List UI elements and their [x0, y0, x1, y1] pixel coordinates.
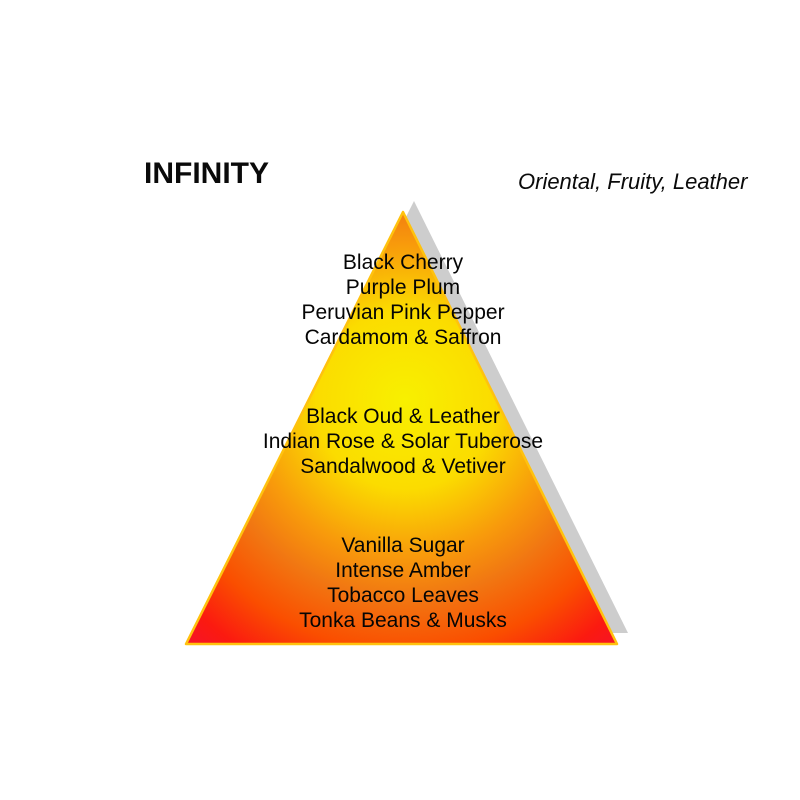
note-line: Tonka Beans & Musks	[299, 609, 507, 632]
note-line: Peruvian Pink Pepper	[301, 301, 505, 324]
note-line: Sandalwood & Vetiver	[300, 455, 506, 478]
note-line: Cardamom & Saffron	[304, 326, 502, 349]
note-line: Tobacco Leaves	[327, 584, 479, 607]
scent-family-subtitle: Oriental, Fruity, Leather	[518, 169, 748, 194]
note-line: Vanilla Sugar	[341, 534, 465, 557]
pyramid-triangle	[184, 210, 619, 646]
note-line: Indian Rose & Solar Tuberose	[262, 430, 544, 453]
page-title: INFINITY	[144, 157, 269, 190]
note-line: Intense Amber	[335, 559, 471, 582]
note-line: Black Oud & Leather	[306, 405, 500, 428]
note-line: Black Cherry	[342, 251, 464, 274]
note-line: Purple Plum	[345, 276, 461, 299]
